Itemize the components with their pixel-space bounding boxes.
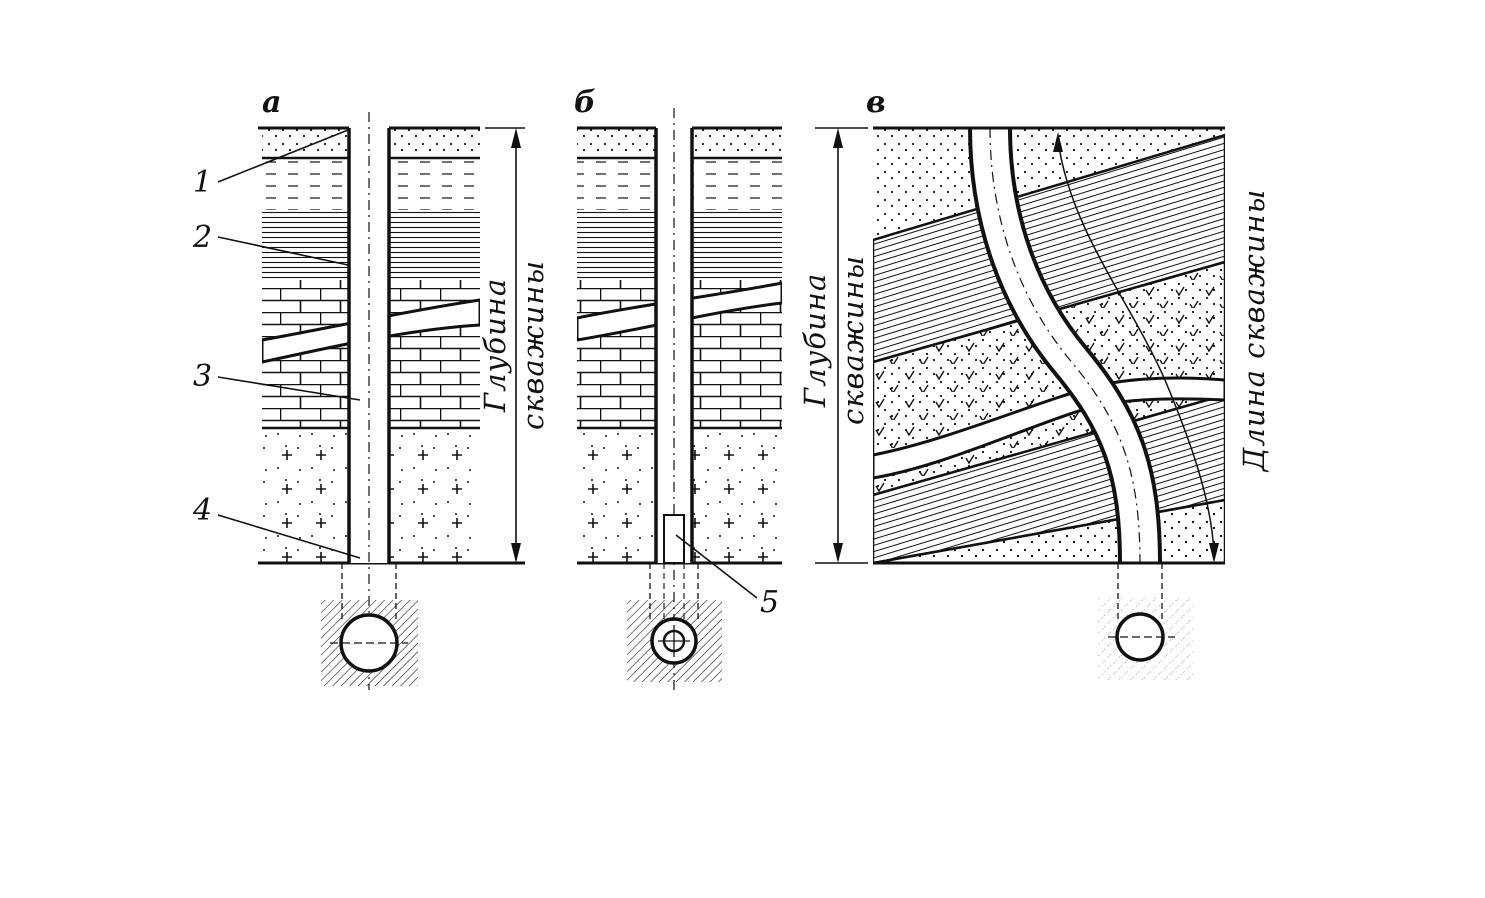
- depth-label-c-line1: Глубина: [798, 273, 832, 408]
- depth-label-a-line2: скважины: [516, 260, 550, 430]
- depth-label-a: Глубина скважины: [478, 260, 550, 430]
- depth-label-c-line2: скважины: [836, 255, 870, 425]
- panel-label-a: а: [262, 85, 281, 120]
- borehole-length-arc: [1057, 139, 1215, 556]
- callout-4: 4: [192, 493, 212, 528]
- callout-5: 5: [760, 585, 779, 620]
- borehole-b: [654, 108, 694, 690]
- length-label-c: Длина скважины: [1237, 189, 1271, 473]
- callout-2: 2: [192, 220, 212, 255]
- panel-b: [577, 108, 782, 690]
- length-label-text: Длина скважины: [1237, 189, 1271, 473]
- depth-dimension-c: [815, 127, 868, 564]
- panel-label-c: в: [866, 85, 886, 120]
- panel-c-strata: [873, 128, 1225, 563]
- depth-label-a-line1: Глубина: [478, 278, 512, 413]
- borehole-b-plan-view: [627, 600, 722, 682]
- depth-label-c: Глубина скважины: [798, 255, 870, 425]
- panel-label-b: б: [574, 85, 596, 120]
- curved-borehole: [968, 128, 1162, 563]
- panel-c: [815, 126, 1225, 680]
- callout-3: 3: [193, 359, 212, 394]
- borehole-a: [347, 112, 391, 690]
- core-sample: [663, 514, 685, 564]
- callout-1: 1: [193, 165, 212, 200]
- callout-leaders: [217, 129, 758, 599]
- fissure: [873, 376, 1225, 480]
- depth-dimension-a: [485, 127, 525, 563]
- borehole-c-plan-view: [1098, 598, 1193, 680]
- panel-a: [258, 112, 525, 690]
- borehole-a-plan-view: [321, 600, 418, 686]
